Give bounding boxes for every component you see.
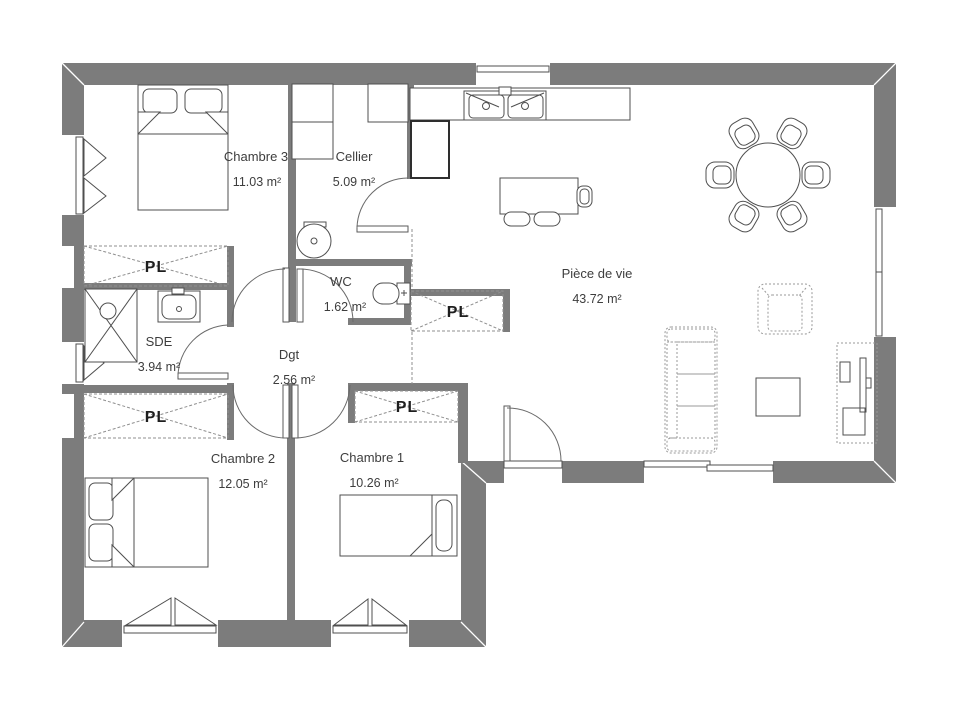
closets: PL PL PL PL: [83, 245, 504, 439]
fridge-icon: [410, 120, 450, 179]
closet-label: PL: [447, 304, 469, 321]
cellier-furniture: [291, 83, 409, 259]
sde-door-icon: [177, 324, 229, 380]
entry-threshold: [503, 460, 563, 469]
water-heater-icon: [296, 221, 332, 259]
closet-label: PL: [145, 259, 167, 276]
closet-label: PL: [145, 409, 167, 426]
room-area-chambre3: 11.03 m²: [233, 175, 281, 189]
chambre2-window-icon: [123, 597, 218, 634]
living-window-icon: [875, 208, 883, 337]
room-label-chambre3: Chambre 3: [224, 149, 288, 164]
chambre3-door-icon: [231, 267, 290, 323]
closet-label: PL: [396, 399, 418, 416]
kitchen-island-icon: [499, 177, 593, 227]
toilet-icon: [372, 282, 411, 305]
kitchen-window-icon: [476, 65, 550, 73]
washbasin-icon: [157, 287, 201, 323]
entry-door-icon: [503, 405, 562, 462]
sofa-icon: [664, 326, 718, 454]
chambre3-bed-icon: [137, 84, 229, 211]
cellier-door-icon: [356, 177, 409, 233]
room-labels: Chambre 3 11.03 m² Cellier 5.09 m² Pièce…: [138, 149, 633, 491]
room-area-dgt: 2.56 m²: [273, 373, 315, 387]
chambre1-window-icon: [332, 597, 408, 634]
wc-furniture: [372, 282, 411, 305]
kitchen-furniture: [409, 86, 631, 227]
wc-door-icon: [296, 268, 354, 323]
room-area-sde: 3.94 m²: [138, 360, 180, 374]
closet-chambre1: PL: [354, 390, 459, 423]
dining-set-icon: [705, 117, 831, 233]
kitchen-sink-icon: [463, 86, 547, 121]
closet-chambre3: PL: [83, 245, 229, 287]
room-area-cellier: 5.09 m²: [333, 175, 375, 189]
armchair-icon: [757, 283, 813, 335]
chambre1-bed-icon: [339, 494, 458, 557]
room-area-chambre1: 10.26 m²: [349, 476, 398, 490]
closet-hall: PL: [410, 290, 504, 332]
room-area-piece-de-vie: 43.72 m²: [572, 292, 621, 306]
tv-unit-icon: [836, 342, 878, 444]
chambre2-bed-icon: [84, 477, 209, 568]
windows: [75, 65, 883, 634]
doors: [177, 177, 562, 462]
room-area-wc: 1.62 m²: [324, 300, 366, 314]
room-label-chambre1: Chambre 1: [340, 450, 404, 465]
room-label-dgt: Dgt: [279, 347, 300, 362]
closet-chambre2: PL: [83, 393, 229, 439]
room-label-chambre2: Chambre 2: [211, 451, 275, 466]
chambre2-door-icon: [232, 384, 290, 439]
room-area-chambre2: 12.05 m²: [218, 477, 267, 491]
room-label-wc: WC: [330, 274, 352, 289]
chambre1-door-icon: [291, 384, 351, 439]
sde-furniture: [84, 287, 201, 363]
bay-window-icon: [643, 460, 774, 472]
shower-icon: [84, 288, 138, 363]
cellier-cabinet-icon: [291, 83, 409, 160]
coffee-table-icon: [755, 377, 801, 417]
room-label-piece-de-vie: Pièce de vie: [562, 266, 633, 281]
chambre3-window-icon: [75, 136, 107, 215]
room-label-sde: SDE: [146, 334, 173, 349]
room-label-cellier: Cellier: [336, 149, 374, 164]
